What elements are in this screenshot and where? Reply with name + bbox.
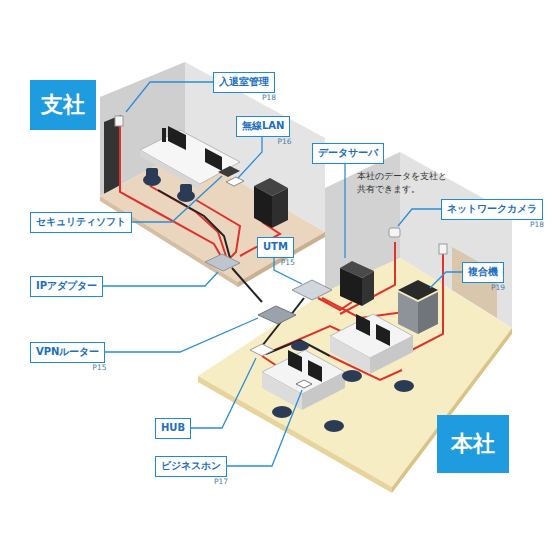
page-ref: P16 bbox=[277, 138, 291, 146]
cable bbox=[340, 242, 395, 314]
leader-line bbox=[344, 158, 345, 258]
vpn-router bbox=[258, 306, 296, 324]
copier bbox=[418, 292, 438, 334]
server bbox=[362, 271, 374, 306]
hq-cables bbox=[262, 242, 443, 380]
office-label: 支社 bbox=[30, 80, 96, 130]
hq-floor bbox=[198, 258, 512, 487]
callout-box: データサーバ本社のデータを支社と 共有できます。 bbox=[312, 143, 384, 164]
monitor bbox=[308, 360, 322, 382]
callout-text: ビジネスホン bbox=[161, 460, 221, 473]
page-ref: P17 bbox=[214, 478, 228, 486]
callout-box: IPアダプター bbox=[30, 276, 103, 297]
callout-text: IPアダプター bbox=[36, 280, 97, 293]
monitor bbox=[288, 350, 302, 372]
phone bbox=[296, 380, 312, 388]
callout-box: UTMP15 bbox=[257, 237, 294, 258]
hq-furniture bbox=[250, 228, 447, 432]
page-ref: P15 bbox=[92, 364, 106, 372]
cable bbox=[232, 268, 262, 302]
leader-line bbox=[126, 82, 225, 112]
note-text: 本社のデータを支社と 共有できます。 bbox=[357, 170, 452, 197]
callout-text: 複合機 bbox=[468, 266, 498, 279]
callout-box: VPNルーターP15 bbox=[30, 342, 105, 363]
desk bbox=[330, 336, 370, 374]
desk bbox=[140, 130, 240, 184]
desk bbox=[140, 150, 200, 190]
network-camera bbox=[389, 228, 400, 237]
leader-line bbox=[95, 272, 218, 286]
entry-reader bbox=[439, 244, 447, 254]
hub bbox=[250, 344, 274, 356]
callout-text: ネットワークカメラ bbox=[447, 203, 537, 216]
callout-text: 入退室管理 bbox=[219, 76, 269, 89]
floor-edge bbox=[238, 232, 325, 287]
office-label: 本社 bbox=[437, 415, 509, 473]
callout-text: データサーバ bbox=[318, 147, 378, 160]
callout-box: セキュリティソフト bbox=[30, 212, 132, 233]
callout-text: HUB bbox=[161, 422, 185, 435]
branch-cables bbox=[120, 126, 280, 302]
callout-box: ビジネスホンP17 bbox=[155, 456, 227, 477]
callout-box: 無線LANP16 bbox=[236, 116, 290, 137]
callout-box: ネットワークカメラP18 bbox=[441, 199, 543, 220]
page-ref: P18 bbox=[262, 94, 276, 102]
laptop bbox=[218, 166, 240, 177]
utm bbox=[292, 280, 332, 300]
server bbox=[340, 268, 362, 306]
chair bbox=[272, 406, 292, 418]
ip-adapter bbox=[205, 254, 240, 271]
leader-lines bbox=[95, 82, 475, 466]
monitor bbox=[356, 314, 370, 336]
office-name: 支社 bbox=[41, 94, 85, 116]
leader-line bbox=[238, 130, 262, 178]
chair bbox=[394, 380, 414, 392]
desk bbox=[302, 372, 345, 410]
callout-text: VPNルーター bbox=[36, 346, 99, 359]
branch-door bbox=[104, 115, 121, 194]
chair bbox=[291, 341, 309, 351]
cable bbox=[158, 190, 230, 258]
monitor bbox=[168, 126, 186, 150]
chair bbox=[146, 168, 158, 178]
wireless-router bbox=[226, 177, 244, 186]
page-ref: P15 bbox=[281, 259, 295, 267]
callout-box: HUB bbox=[155, 418, 191, 439]
chair bbox=[342, 370, 362, 382]
callout-text: 無線LAN bbox=[242, 120, 284, 133]
page-ref: P18 bbox=[530, 221, 544, 229]
entry-reader bbox=[115, 116, 123, 126]
leader-line bbox=[180, 358, 256, 428]
callout-text: セキュリティソフト bbox=[36, 216, 126, 229]
printer bbox=[272, 188, 288, 228]
printer bbox=[254, 186, 272, 228]
monitor bbox=[376, 324, 390, 346]
monitor bbox=[205, 148, 222, 171]
monitor bbox=[162, 128, 166, 142]
chair bbox=[180, 184, 192, 194]
callout-box: 入退室管理P18 bbox=[213, 72, 275, 93]
office-name: 本社 bbox=[451, 433, 495, 455]
chair bbox=[324, 420, 344, 432]
desk bbox=[370, 336, 413, 374]
callout-box: 複合機P19 bbox=[462, 262, 504, 283]
branch-room bbox=[100, 62, 325, 287]
page-ref: P19 bbox=[491, 284, 505, 292]
leader-line bbox=[225, 390, 302, 466]
copier bbox=[398, 292, 418, 334]
leader-line bbox=[95, 318, 258, 352]
callout-text: UTM bbox=[263, 241, 288, 254]
cable bbox=[150, 186, 226, 256]
